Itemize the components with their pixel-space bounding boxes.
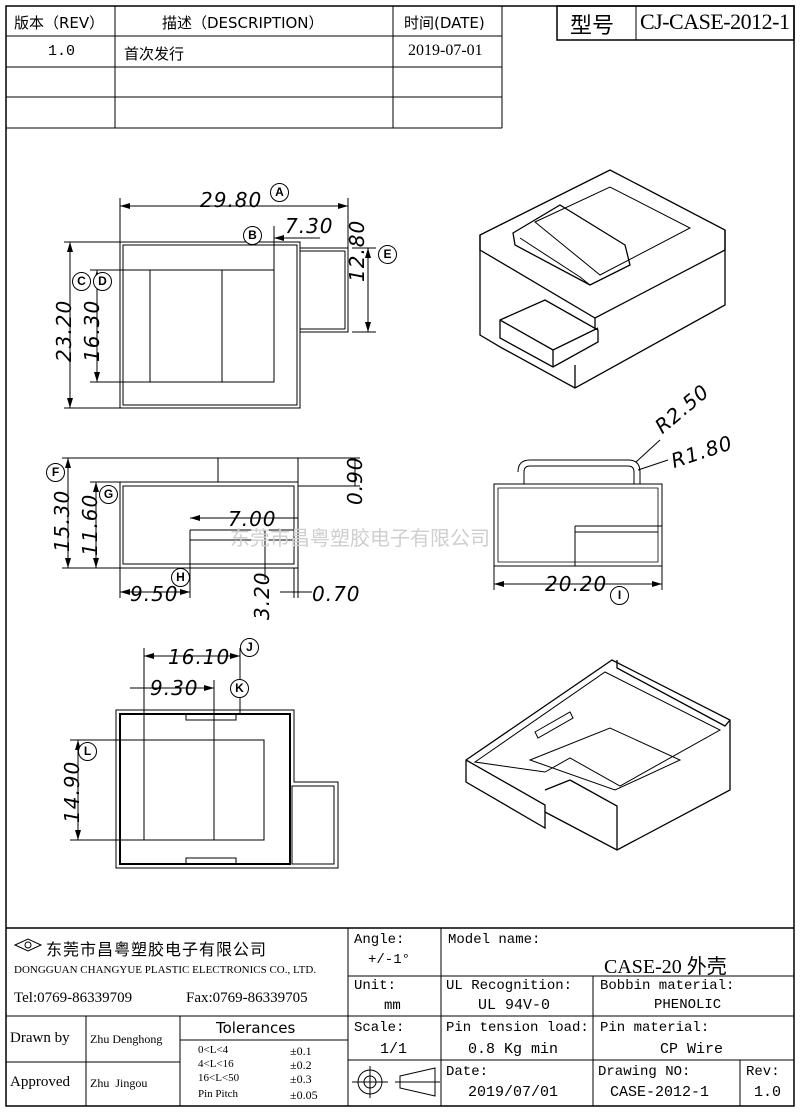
dim-bottom-inner: 9.30 (150, 676, 199, 700)
tolerances-label: Tolerances (216, 1019, 296, 1037)
model-name-value: CASE-20 外壳 (604, 956, 727, 978)
unit-label: Unit: (354, 978, 397, 994)
pin-material-label: Pin material: (600, 1020, 710, 1036)
side-view (62, 457, 360, 598)
dim-side-slot: 7.00 (228, 507, 277, 531)
tolerance-range-4: Pin Pitch (198, 1088, 239, 1100)
rev-label: Rev: (746, 1064, 780, 1080)
ul-label: UL Recognition: (446, 978, 573, 994)
callout-a: A (270, 183, 289, 202)
title-block-grid (6, 927, 794, 1107)
tolerance-value-3: ±0.3 (290, 1072, 312, 1086)
dim-bottom-height: 14.90 (60, 760, 84, 823)
angle-value: +/-1° (368, 952, 411, 968)
dim-side-height: 15.30 (50, 489, 74, 552)
company-name-cn: 东莞市昌粤塑胶电子有限公司 (46, 940, 268, 959)
dim-side-wall: 0.70 (312, 582, 361, 606)
callout-i: I (610, 586, 629, 605)
tolerance-value-2: ±0.2 (290, 1058, 312, 1072)
tolerance-value-4: ±0.05 (290, 1088, 318, 1102)
drawing-no-label: Drawing NO: (598, 1064, 691, 1080)
dim-top-tab-height: 12.80 (345, 219, 369, 282)
callout-c: C (72, 272, 91, 291)
dim-top-tab: 7.30 (285, 214, 334, 238)
callout-j: J (240, 638, 259, 657)
top-view (64, 198, 376, 409)
dim-end-width: 20.20 (545, 572, 608, 596)
dim-top-width: 29.80 (200, 188, 263, 212)
revision-table-grid (6, 6, 503, 129)
pin-tension-value: 0.8 Kg min (468, 1041, 559, 1058)
date-cell: 2019-07-01 (408, 42, 483, 59)
model-box-value: CJ-CASE-2012-1 (640, 9, 790, 34)
company-tel: Tel:0769-86339709 (14, 990, 133, 1006)
callout-g: G (99, 485, 118, 504)
rev-cell: 1.0 (48, 43, 76, 60)
unit-value: mm (384, 998, 401, 1014)
end-view (493, 439, 669, 590)
dim-side-top-thickness: 0.90 (343, 456, 367, 505)
tolerance-range-3: 16<L<50 (198, 1072, 240, 1084)
approved-label: Approved (10, 1074, 70, 1090)
bobbin-label: Bobbin material: (600, 978, 735, 994)
ul-value: UL 94V-0 (478, 997, 551, 1014)
dim-side-offset: 9.50 (130, 582, 179, 606)
iso-view-bottom (465, 659, 731, 851)
dim-side-slot-height: 3.20 (250, 571, 274, 620)
callout-d: D (93, 272, 112, 291)
callout-b: B (243, 226, 262, 245)
rev-value: 1.0 (754, 1084, 782, 1101)
desc-header: 描述（DESCRIPTION） (162, 14, 324, 32)
tolerance-range-1: 0<L<4 (198, 1044, 229, 1056)
callout-f: F (46, 463, 65, 482)
company-name-en: DONGGUAN CHANGYUE PLASTIC ELECTRONICS CO… (14, 964, 317, 976)
pin-material-value: CP Wire (660, 1041, 724, 1058)
desc-cell: 首次发行 (124, 45, 185, 63)
model-name-label: Model name: (448, 932, 541, 948)
iso-view-top (479, 169, 726, 389)
rev-header: 版本（REV） (14, 14, 105, 32)
callout-k: K (230, 679, 249, 698)
approved-value: Zhu Jingou (90, 1076, 148, 1090)
tolerance-value-1: ±0.1 (290, 1044, 312, 1058)
date-label: Date: (446, 1064, 489, 1080)
drawing-no-value: CASE-2012-1 (610, 1084, 710, 1101)
callout-h: H (171, 568, 190, 587)
watermark: 东莞市昌粤塑胶电子有限公司 (230, 526, 490, 550)
dim-top-inner-height: 16.30 (80, 299, 104, 362)
bottom-view (70, 648, 339, 869)
pin-tension-label: Pin tension load: (446, 1020, 589, 1036)
drawn-by-label: Drawn by (10, 1030, 70, 1046)
company-logo-icon (13, 938, 43, 952)
angle-label: Angle: (354, 932, 405, 948)
date-value: 2019/07/01 (468, 1084, 559, 1101)
dim-top-height: 23.20 (52, 299, 76, 362)
date-header: 时间(DATE) (404, 14, 485, 32)
tolerance-range-2: 4<L<16 (198, 1058, 234, 1070)
callout-l: L (78, 742, 97, 761)
bobbin-value: PHENOLIC (654, 997, 722, 1013)
drawn-by-value: Zhu Denghong (90, 1032, 163, 1046)
dim-bottom-width: 16.10 (168, 645, 231, 669)
dim-side-inner-height: 11.60 (78, 493, 102, 556)
scale-value: 1/1 (380, 1041, 408, 1058)
company-fax: Fax:0769-86339705 (186, 990, 308, 1006)
callout-e: E (378, 245, 397, 264)
model-box-label: 型号 (570, 14, 615, 39)
scale-label: Scale: (354, 1020, 405, 1036)
